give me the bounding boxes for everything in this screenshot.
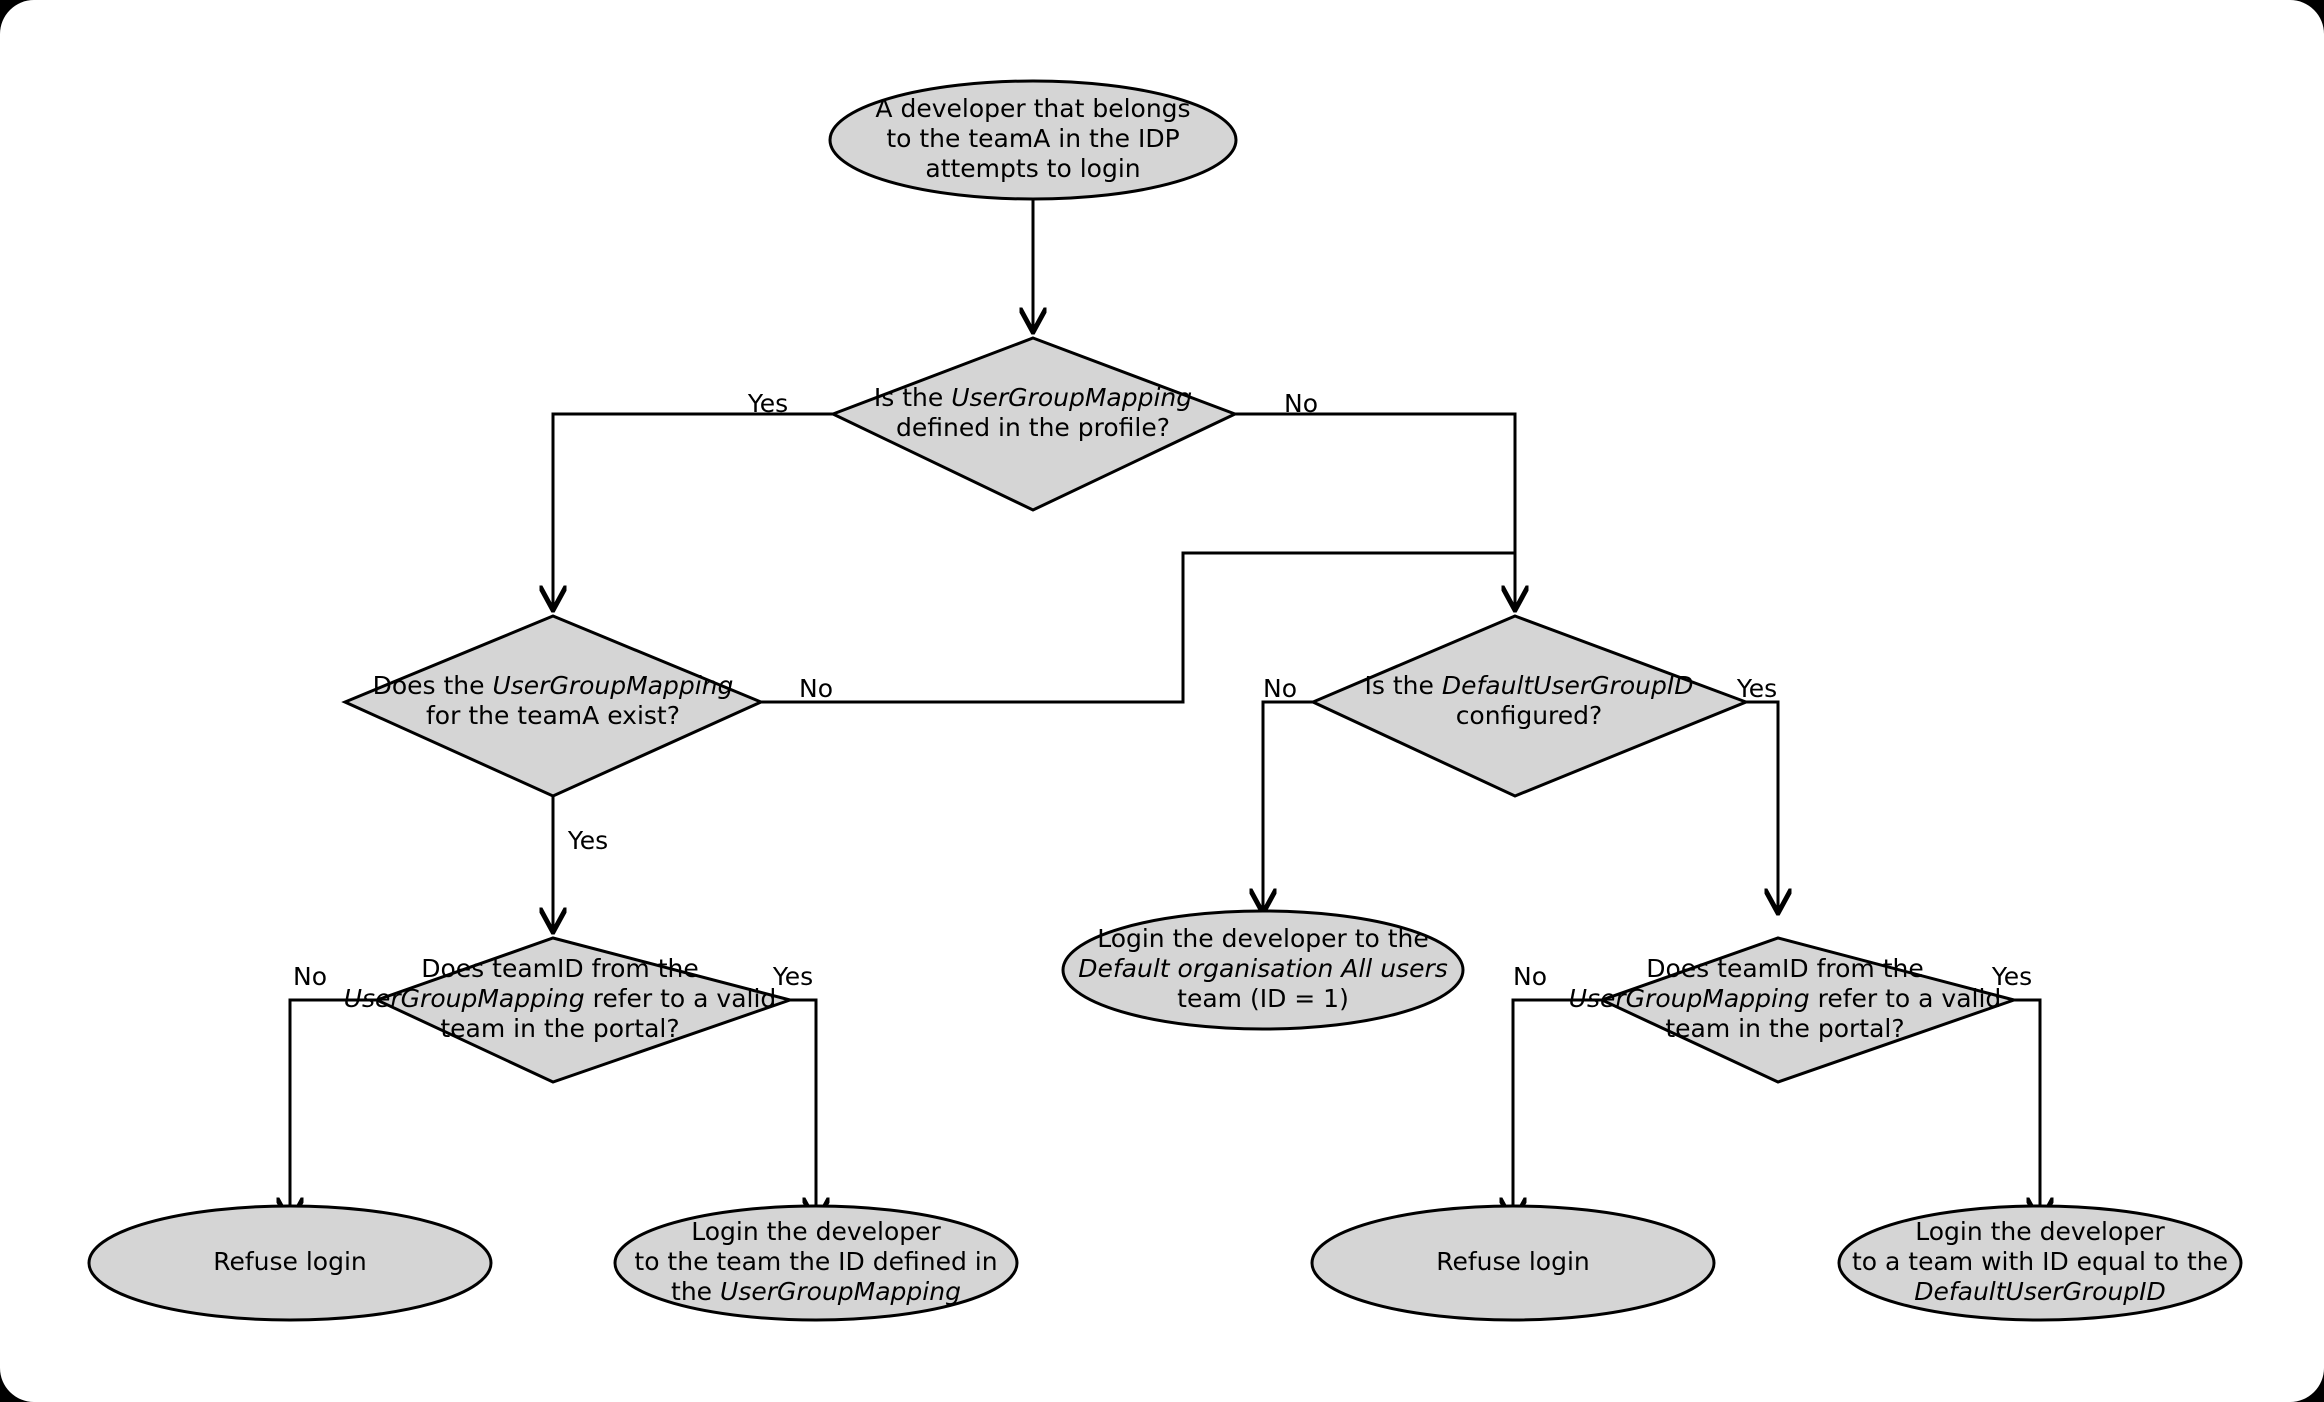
edge-label-mapping-defined-yes: Yes bbox=[747, 389, 788, 418]
node-does-usergroupmapping-for-teama-exist-shape[interactable] bbox=[341, 614, 765, 798]
edge-mapping-defined-no bbox=[1235, 412, 1515, 608]
edge-label-teama-yes: Yes bbox=[567, 826, 608, 855]
node-login-team-default-id-shape[interactable] bbox=[1837, 1204, 2243, 1322]
edge-default-group-yes bbox=[1746, 700, 1778, 911]
node-does-teamid-valid-left-shape[interactable] bbox=[373, 936, 796, 1084]
edge-label-teama-no: No bbox=[799, 674, 833, 703]
node-refuse-login-left-label: Refuse login bbox=[213, 1247, 367, 1276]
node-start-shape[interactable] bbox=[828, 79, 1238, 201]
node-refuse-login-right[interactable]: Refuse login bbox=[1310, 1204, 1716, 1322]
edge-label-default-group-no: No bbox=[1263, 674, 1297, 703]
edge-label-valid-right-yes: Yes bbox=[1991, 962, 2032, 991]
edge-mapping-defined-yes bbox=[553, 412, 833, 608]
edge-teama-no bbox=[761, 551, 1515, 704]
edges-layer bbox=[290, 198, 2040, 1220]
node-refuse-login-right-shape[interactable] bbox=[1310, 1204, 1716, 1322]
node-login-default-organisation-shape[interactable] bbox=[1061, 909, 1465, 1031]
edge-label-default-group-yes: Yes bbox=[1736, 674, 1777, 703]
edge-label-mapping-defined-no: No bbox=[1284, 389, 1318, 418]
node-refuse-login-right-label: Refuse login bbox=[1436, 1247, 1590, 1276]
edge-valid-right-no bbox=[1513, 998, 1602, 1220]
node-is-usergroupmapping-defined-shape[interactable] bbox=[829, 336, 1239, 512]
node-refuse-login-left[interactable]: Refuse login bbox=[87, 1204, 493, 1322]
edge-labels-layer: Yes No No Yes No Yes No Yes No Yes bbox=[293, 389, 2032, 991]
node-does-teamid-valid-right-shape[interactable] bbox=[1598, 936, 2020, 1084]
edge-valid-right-yes bbox=[2014, 998, 2040, 1220]
edge-label-valid-left-yes: Yes bbox=[772, 962, 813, 991]
node-login-team-from-mapping-shape[interactable] bbox=[613, 1204, 1019, 1322]
node-refuse-login-left-shape[interactable] bbox=[87, 1204, 493, 1322]
edge-valid-left-yes bbox=[790, 998, 816, 1220]
edge-label-valid-left-no: No bbox=[293, 962, 327, 991]
node-is-defaultusergroupid-configured-shape[interactable] bbox=[1309, 614, 1751, 798]
edge-valid-left-no bbox=[290, 998, 377, 1220]
edge-label-valid-right-no: No bbox=[1513, 962, 1547, 991]
edge-default-group-no bbox=[1263, 700, 1313, 911]
